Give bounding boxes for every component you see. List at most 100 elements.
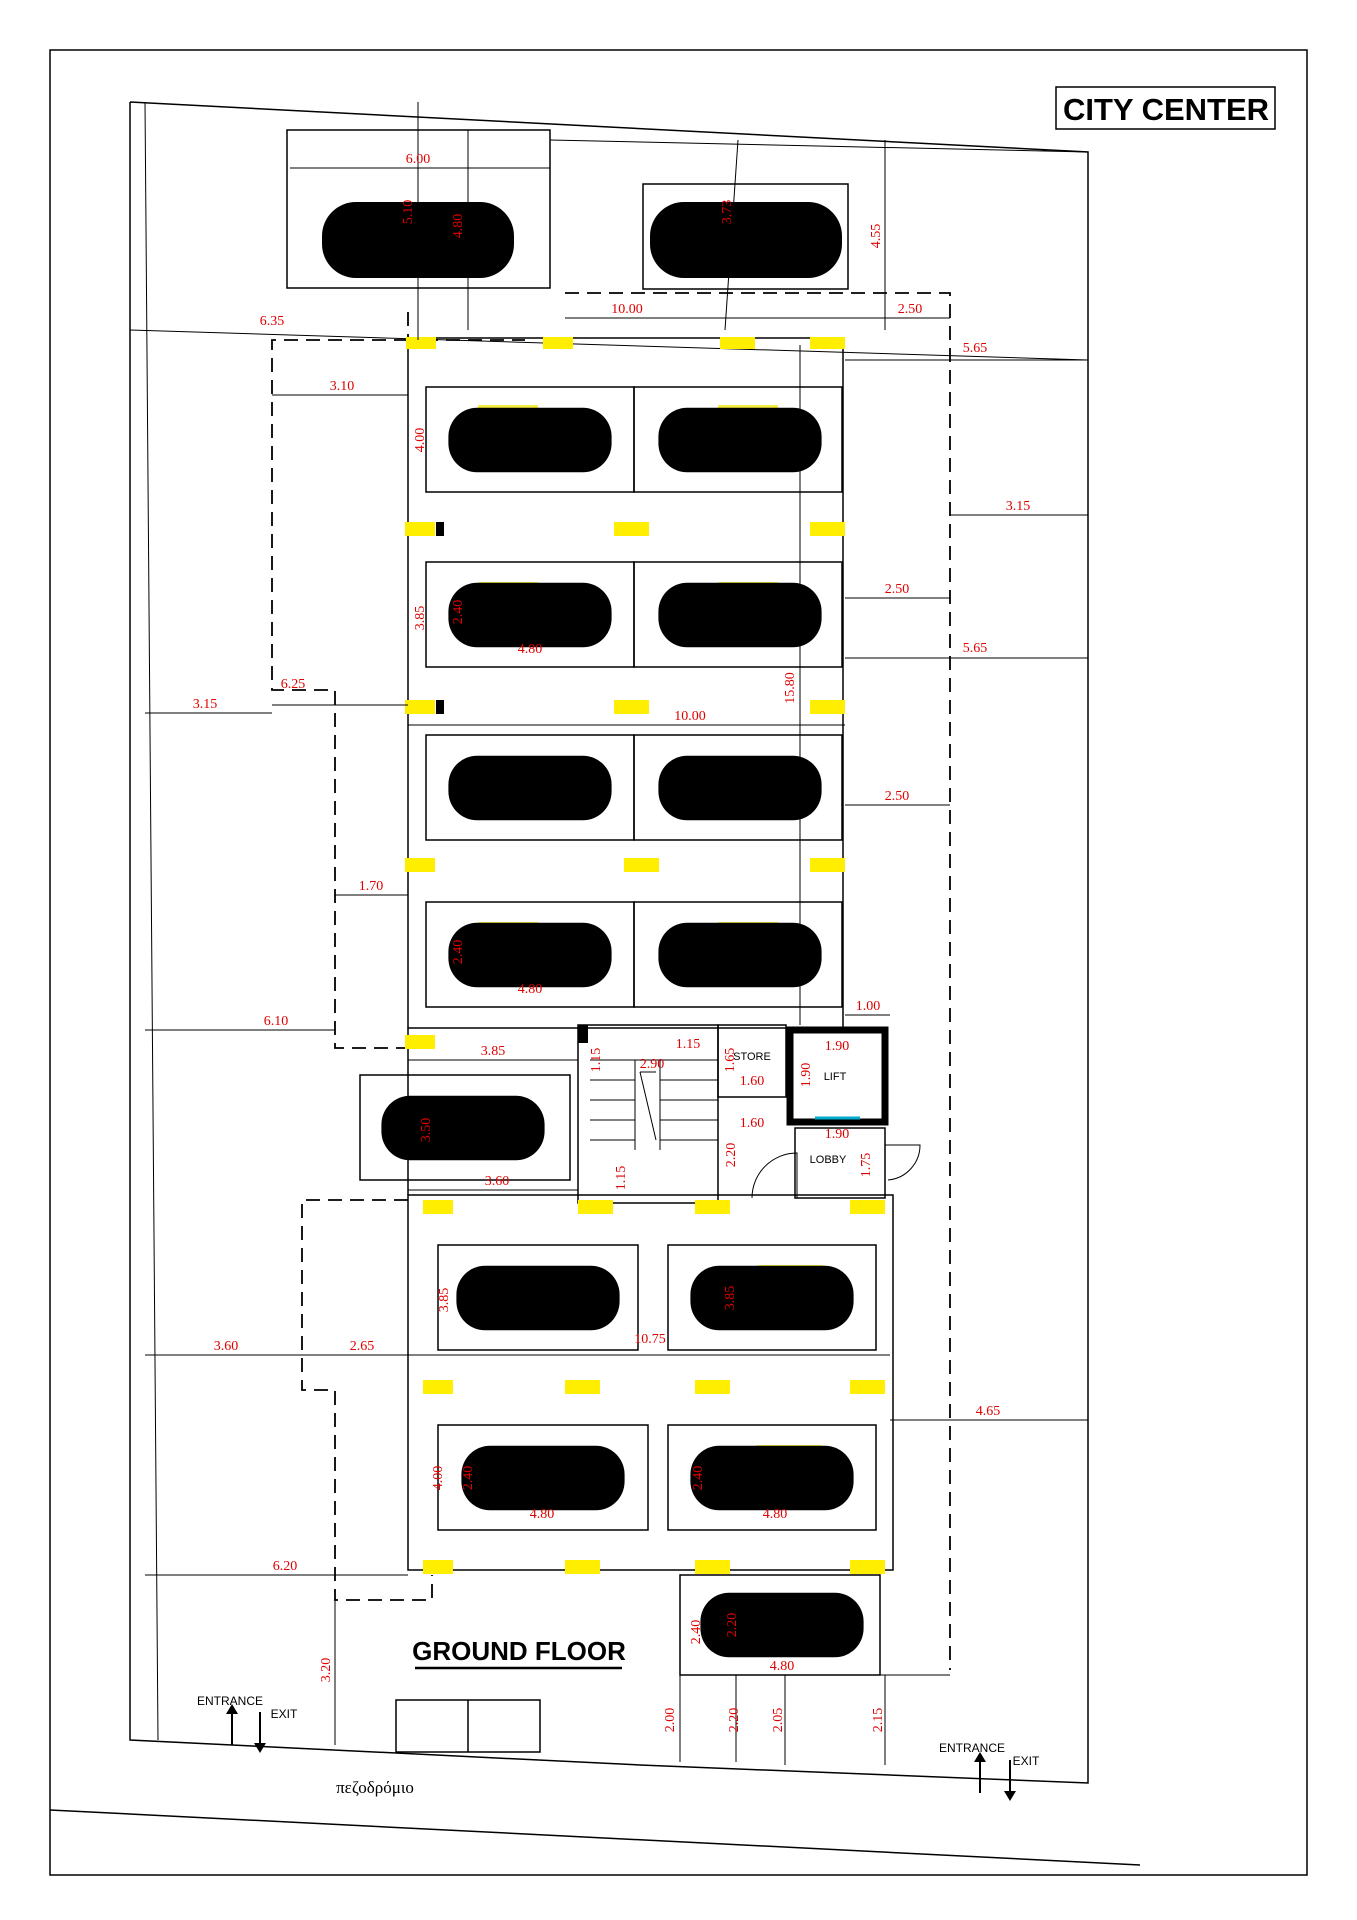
top-cut-line xyxy=(549,139,1089,153)
dim-1-75: 1.75 xyxy=(859,1153,874,1178)
unit-p7: (301) xyxy=(488,957,528,976)
dim-3-50: 3.50 xyxy=(419,1118,434,1143)
label-p8: P8 xyxy=(735,929,762,954)
label-p2: P2 xyxy=(735,412,762,437)
dim-2-15: 2.15 xyxy=(871,1708,886,1733)
dim-2-40-p7: 2.40 xyxy=(451,940,466,965)
dim-3-20: 3.20 xyxy=(319,1658,334,1683)
bay-row-1 xyxy=(425,386,843,493)
label-p1: P1 xyxy=(495,412,522,437)
dim-1-15-c: 1.15 xyxy=(614,1166,629,1191)
lobby-label: LOBBY xyxy=(810,1154,847,1166)
label-p7: P7 xyxy=(495,929,522,954)
dimension-lines xyxy=(145,102,1088,1765)
entry-door-swing xyxy=(885,1144,921,1181)
columns xyxy=(405,337,885,1574)
plot-left-inner xyxy=(144,101,159,1741)
unit-p8: (303) xyxy=(728,957,768,976)
entrance-arrowhead-left xyxy=(226,1704,238,1714)
dim-4-80-p12: 4.80 xyxy=(530,1507,555,1522)
bay-p6 xyxy=(633,734,843,841)
unit-p2: (204) xyxy=(728,440,768,459)
dim-1-90-a: 1.90 xyxy=(825,1039,850,1054)
dim-2-40-v2: 2.40 xyxy=(689,1620,704,1645)
bay-p13 xyxy=(667,1424,877,1531)
lift-label: LIFT xyxy=(824,1071,847,1083)
dim-2-90: 2.90 xyxy=(640,1057,665,1072)
dim-3-85-p10: 3.85 xyxy=(437,1288,452,1313)
dim-2-40-p13: 2.40 xyxy=(691,1466,706,1491)
exit-left-label: EXIT xyxy=(271,1707,298,1721)
dim-4-00-upper: 4.00 xyxy=(413,428,428,453)
label-p3: P3 xyxy=(495,589,522,614)
bay-p8 xyxy=(633,901,843,1008)
label-p13: P13 xyxy=(768,1453,807,1478)
entrance-arrowhead-right xyxy=(974,1752,986,1762)
dim-2-40-p3: 2.40 xyxy=(451,600,466,625)
dim-1-15-b: 1.15 xyxy=(676,1037,701,1052)
exit-arrowhead-right xyxy=(1004,1791,1016,1801)
dim-3-15-right: 3.15 xyxy=(1006,499,1031,514)
dim-1-70: 1.70 xyxy=(359,879,384,894)
plot-boundary xyxy=(129,101,1089,1784)
label-p11: P11 xyxy=(771,1273,809,1298)
label-p6: P6 xyxy=(735,777,762,802)
label-visitors1: Visitors 1 xyxy=(725,230,795,249)
dim-2-50-low: 2.50 xyxy=(885,789,910,804)
bay-p11 xyxy=(667,1244,877,1351)
bay-p9 xyxy=(359,1074,571,1181)
dim-1-60-a: 1.60 xyxy=(740,1074,765,1089)
dim-4-80-v2: 4.80 xyxy=(770,1659,795,1674)
unit-p13: (202) xyxy=(768,1481,808,1500)
dim-1-65: 1.65 xyxy=(723,1048,738,1073)
bay-p12 xyxy=(437,1424,649,1531)
dim-4-65: 4.65 xyxy=(976,1404,1001,1419)
dim-3-15-left: 3.15 xyxy=(193,697,218,712)
dim-6-10: 6.10 xyxy=(264,1014,289,1029)
store-room xyxy=(717,1024,787,1098)
dim-4-80-p7: 4.80 xyxy=(518,982,543,997)
label-visitors2: Visitors 2 xyxy=(750,1617,820,1636)
dim-3-60-left: 3.60 xyxy=(214,1339,239,1354)
dim-6-35: 6.35 xyxy=(260,314,285,329)
dim-2-20-v2: 2.20 xyxy=(725,1613,740,1638)
dim-3-85-p11: 3.85 xyxy=(723,1286,738,1311)
dim-6-00: 6.00 xyxy=(406,152,431,167)
dim-1-60-b: 1.60 xyxy=(740,1116,765,1131)
bottom-border-line xyxy=(49,1809,1141,1866)
sheet-frame xyxy=(49,49,1308,1876)
dim-1-15-a: 1.15 xyxy=(589,1048,604,1073)
dim-15-80: 15.80 xyxy=(783,672,798,704)
building-lower xyxy=(407,1194,894,1571)
stair-core xyxy=(577,1024,719,1204)
top-dashed-line xyxy=(407,312,525,341)
bay-row-2 xyxy=(425,561,843,668)
bay-p4 xyxy=(633,561,843,668)
dim-5-65-top: 5.65 xyxy=(963,341,988,356)
bay-p10 xyxy=(437,1244,639,1351)
dim-2-40-p12: 2.40 xyxy=(461,1466,476,1491)
left-dashed-lower xyxy=(301,1199,433,1601)
page-title: CITY CENTER xyxy=(1063,92,1269,127)
title-box xyxy=(1055,86,1276,130)
dim-10-75: 10.75 xyxy=(634,1332,666,1347)
dim-5-10: 5.10 xyxy=(401,200,416,225)
lobby-room xyxy=(794,1127,886,1199)
bay-row-3 xyxy=(425,734,843,841)
dim-2-00: 2.00 xyxy=(663,1708,678,1733)
bay-p2 xyxy=(633,386,843,493)
top-dim-line xyxy=(129,329,1089,361)
unit-p1: (203) xyxy=(488,440,528,459)
label-p10: P10 xyxy=(510,1287,549,1312)
dim-10-00-top: 10.00 xyxy=(611,302,643,317)
unit-p3: (103) xyxy=(488,617,528,636)
label-p9: P9 xyxy=(442,1117,469,1142)
dim-3-73: 3.73 xyxy=(720,200,735,225)
visitors1-bay xyxy=(642,183,849,290)
dim-3-60-core: 3.60 xyxy=(485,1174,510,1189)
lobby-door-swing xyxy=(751,1152,798,1199)
top-dashed-line-2 xyxy=(565,292,951,1670)
label-amea: AMEA xyxy=(391,232,434,249)
label-p5: P5 xyxy=(495,777,522,802)
